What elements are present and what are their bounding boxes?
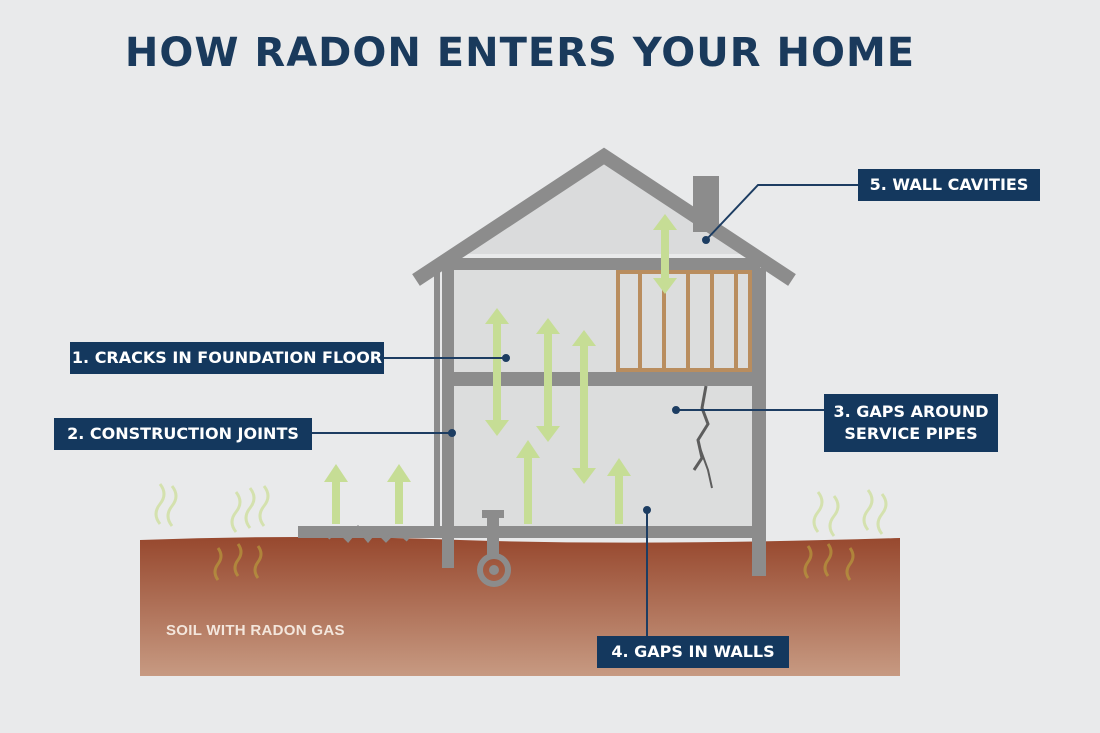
leader-5 — [705, 184, 858, 241]
attic-beam — [440, 258, 760, 270]
arrow-double-2 — [536, 318, 560, 442]
radon-wisps-left — [154, 483, 270, 533]
callout-number: 3. — [833, 402, 851, 421]
callout-text: GAPS AROUND — [856, 402, 989, 421]
callout-cracks-in-foundation-floor: 1. CRACKS IN FOUNDATION FLOOR — [70, 342, 384, 374]
foundation-slab — [298, 526, 758, 538]
callout-wall-cavities: 5. WALL CAVITIES — [858, 169, 1040, 201]
page-title: HOW RADON ENTERS YOUR HOME — [124, 30, 916, 76]
callout-leaders — [312, 184, 858, 636]
slab-crack-marks — [326, 524, 410, 544]
arrow-up-3 — [516, 440, 540, 524]
radon-arrows — [324, 214, 677, 524]
service-pipe — [477, 510, 511, 587]
callout-number: 1. — [71, 348, 90, 367]
arrow-up-2 — [387, 464, 411, 524]
callout-text: GAPS IN WALLS — [634, 642, 775, 661]
arrow-double-attic — [653, 214, 677, 294]
arrow-double-1 — [485, 308, 509, 436]
callout-text: CRACKS IN FOUNDATION FLOOR — [94, 348, 383, 367]
roof — [412, 147, 796, 286]
callout-text: WALL CAVITIES — [892, 175, 1029, 194]
left-outer-wall — [434, 268, 440, 528]
arrow-up-4 — [607, 458, 631, 524]
callout-line-1: 3. GAPS AROUND — [833, 401, 988, 423]
callout-construction-joints: 2. CONSTRUCTION JOINTS — [54, 418, 312, 450]
callout-gaps-around-service-pipes: 3. GAPS AROUND SERVICE PIPES — [824, 394, 998, 452]
radon-wisps-right-soil — [803, 543, 855, 581]
arrow-double-3 — [572, 330, 596, 484]
radon-wisps-left-soil — [213, 543, 263, 581]
left-wall — [442, 268, 454, 568]
right-wall — [752, 268, 766, 576]
callout-gaps-in-walls: 4. GAPS IN WALLS — [597, 636, 789, 668]
radon-wisps-right — [812, 489, 888, 537]
wall-crack — [692, 385, 710, 471]
callout-line-2: SERVICE PIPES — [844, 424, 978, 443]
callout-number: 5. — [869, 175, 887, 194]
callout-number: 4. — [611, 642, 629, 661]
callout-number: 2. — [67, 424, 85, 443]
mid-floor — [442, 372, 756, 386]
callout-text: CONSTRUCTION JOINTS — [89, 424, 299, 443]
soil-label: SOIL WITH RADON GAS — [166, 622, 345, 639]
arrow-up-1 — [324, 464, 348, 524]
